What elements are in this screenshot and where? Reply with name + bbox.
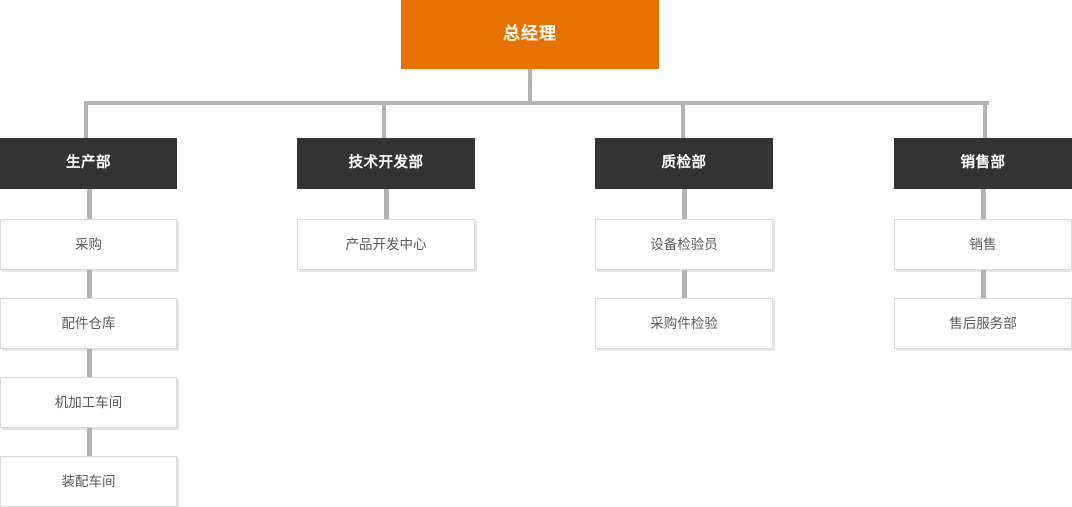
connector-child-stem-4-2 [981, 270, 986, 298]
org-node-leaf-3-1[interactable]: 设备检验员 [595, 219, 773, 270]
connector-branch-drop-1 [84, 101, 88, 138]
connector-branch-drop-2 [382, 101, 386, 138]
org-node-leaf-label: 采购 [75, 236, 102, 252]
org-node-leaf-4-1[interactable]: 销售 [894, 219, 1072, 270]
connector-child-stem-2-1 [384, 189, 389, 219]
org-node-department-4[interactable]: 销售部 [894, 138, 1072, 189]
org-node-leaf-1-2[interactable]: 配件仓库 [0, 298, 177, 349]
org-node-leaf-label: 采购件检验 [650, 315, 718, 331]
org-node-department-label: 生产部 [66, 155, 111, 172]
connector-child-stem-1-1 [87, 189, 92, 219]
org-node-leaf-label: 产品开发中心 [345, 236, 427, 252]
org-node-leaf-label: 装配车间 [61, 473, 116, 489]
org-node-leaf-label: 配件仓库 [61, 315, 116, 331]
org-node-leaf-3-2[interactable]: 采购件检验 [595, 298, 773, 349]
org-node-root[interactable]: 总经理 [401, 0, 659, 69]
org-node-department-1[interactable]: 生产部 [0, 138, 177, 189]
org-node-leaf-label: 设备检验员 [650, 236, 718, 252]
connector-child-stem-1-4 [87, 428, 92, 456]
connector-child-stem-3-1 [682, 189, 687, 219]
org-node-leaf-label: 售后服务部 [949, 315, 1017, 331]
org-node-leaf-1-4[interactable]: 装配车间 [0, 456, 177, 507]
org-node-leaf-2-1[interactable]: 产品开发中心 [297, 219, 475, 270]
connector-child-stem-4-1 [981, 189, 986, 219]
org-node-department-2[interactable]: 技术开发部 [297, 138, 475, 189]
org-node-department-label: 质检部 [661, 155, 707, 172]
connector-root-stem [528, 69, 532, 102]
org-node-leaf-1-3[interactable]: 机加工车间 [0, 377, 177, 428]
org-node-leaf-4-2[interactable]: 售后服务部 [894, 298, 1072, 349]
org-node-root-label: 总经理 [503, 24, 557, 44]
org-node-department-label: 销售部 [960, 155, 1006, 172]
connector-branch-drop-3 [681, 101, 685, 138]
org-node-department-label: 技术开发部 [348, 155, 424, 172]
connector-child-stem-1-2 [87, 270, 92, 298]
connector-child-stem-3-2 [682, 270, 687, 298]
connector-horizontal-bus [86, 101, 989, 105]
connector-branch-drop-4 [983, 101, 987, 138]
org-node-department-3[interactable]: 质检部 [595, 138, 773, 189]
org-node-leaf-label: 机加工车间 [54, 394, 123, 410]
org-node-leaf-label: 销售 [969, 236, 997, 252]
connector-child-stem-1-3 [87, 349, 92, 377]
org-node-leaf-1-1[interactable]: 采购 [0, 219, 177, 270]
